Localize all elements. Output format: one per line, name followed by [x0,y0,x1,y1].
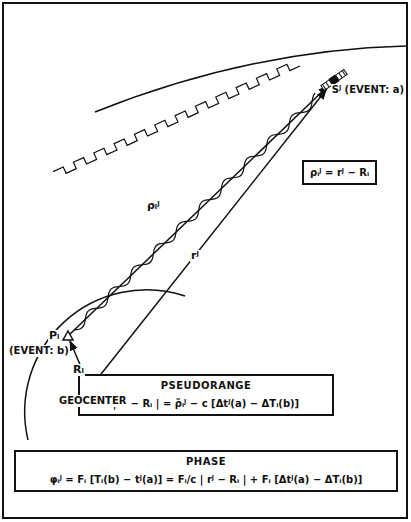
event-label: Sʲ (EVENT: a) [331,84,405,96]
r-vector [90,90,326,388]
observable-box: PHASE φᵢʲ = Fᵢ [Tᵢ(b) − tʲ(a)] = Fᵢ/c | r… [14,450,398,492]
equation-text: ρᵢʲ = rʲ − Rᵢ [310,166,369,179]
code-square-wave [53,64,300,173]
geocenter-label: GEOCENTER [58,395,127,407]
equation-box: ρᵢʲ = rʲ − Rᵢ [302,160,377,185]
orbit-arc [95,46,406,112]
vector-label: ρᵢʲ [146,200,161,212]
receiver-triangle [63,331,73,340]
event-label: (EVENT: b) [8,345,70,357]
equation-text: φᵢʲ = Fᵢ [Tᵢ(b) − tʲ(a)] = Fᵢ/c | rʲ − R… [22,473,390,486]
box-heading: PHASE [22,456,390,467]
vector-label: rʲ [190,250,200,262]
rho-vector [68,86,328,336]
box-heading: PSEUDORANGE [86,380,326,391]
outer-frame [3,3,407,518]
vector-label: Pᵢ [48,330,60,342]
vector-label: Rᵢ [72,364,85,376]
earth-arc [25,290,185,440]
